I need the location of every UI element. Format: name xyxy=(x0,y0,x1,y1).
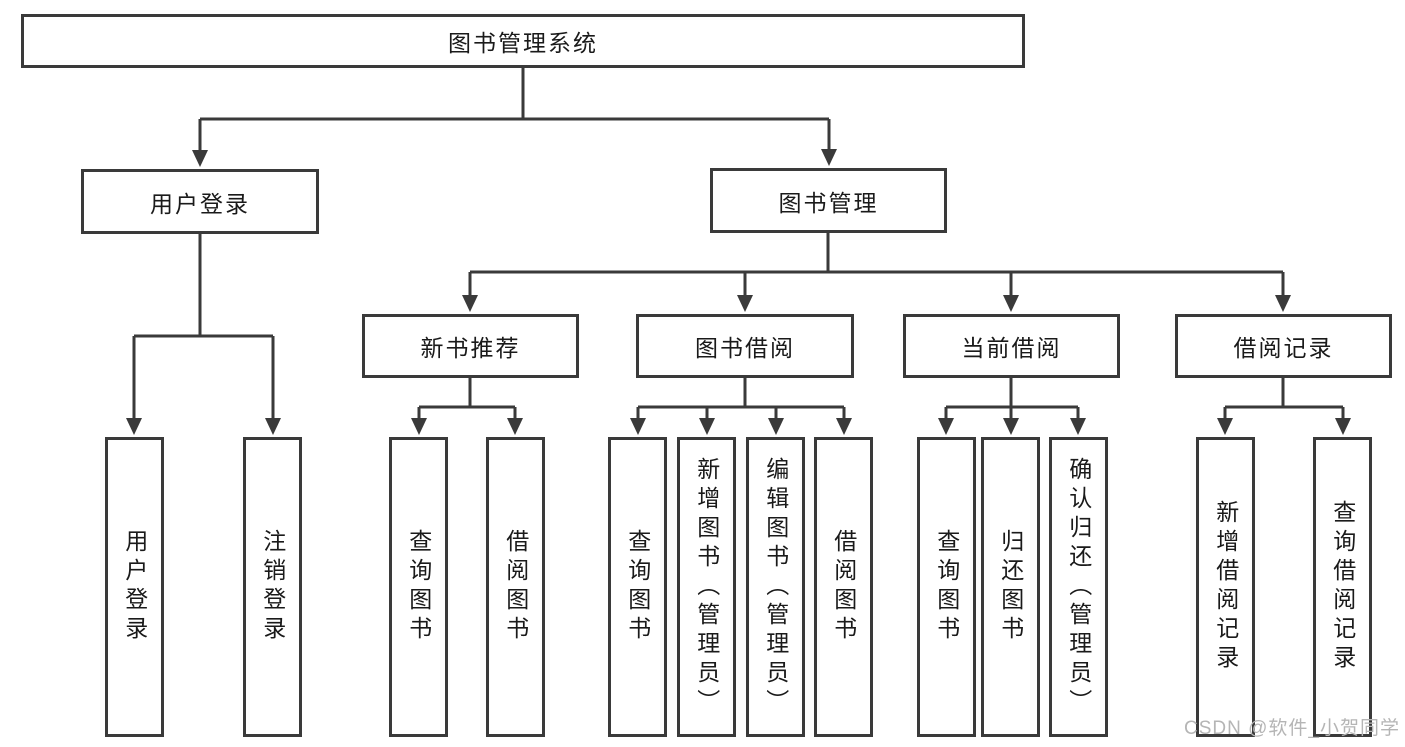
node-user-login: 用户登录 xyxy=(81,169,319,234)
arrowhead-icon xyxy=(1335,418,1351,435)
node-label: 新增图书（管理员） xyxy=(693,456,720,718)
node-label: 注销登录 xyxy=(259,529,286,645)
node-label: 图书管理系统 xyxy=(448,30,598,56)
leaf-query-books-current: 查询图书 xyxy=(917,437,976,737)
leaf-edit-book-admin: 编辑图书（管理员） xyxy=(746,437,805,737)
node-new-book-recommendation: 新书推荐 xyxy=(362,314,579,378)
arrowhead-icon xyxy=(1003,418,1019,435)
arrowhead-icon xyxy=(737,295,753,312)
arrowhead-icon xyxy=(126,418,142,435)
node-label: 查询图书 xyxy=(933,529,960,645)
arrowhead-icon xyxy=(462,295,478,312)
node-label: 借阅图书 xyxy=(502,529,529,645)
arrowhead-icon xyxy=(699,418,715,435)
node-label: 确认归还（管理员） xyxy=(1065,456,1092,718)
node-label: 图书借阅 xyxy=(695,335,795,361)
leaf-user-login: 用户登录 xyxy=(105,437,164,737)
leaf-query-books-borrowing: 查询图书 xyxy=(608,437,667,737)
arrowhead-icon xyxy=(1070,418,1086,435)
leaf-borrow-books-borrowing: 借阅图书 xyxy=(814,437,873,737)
arrowhead-icon xyxy=(265,418,281,435)
node-book-borrowing: 图书借阅 xyxy=(636,314,854,378)
arrowhead-icon xyxy=(630,418,646,435)
arrowhead-icon xyxy=(938,418,954,435)
node-label: 查询图书 xyxy=(624,529,651,645)
leaf-query-borrow-record: 查询借阅记录 xyxy=(1313,437,1372,737)
arrowhead-icon xyxy=(411,418,427,435)
arrowhead-icon xyxy=(768,418,784,435)
connector-path xyxy=(132,68,1345,419)
arrowhead-icon xyxy=(821,149,837,166)
watermark-text: CSDN @软件_小贺同学 xyxy=(1184,718,1400,739)
arrowhead-icon xyxy=(1003,295,1019,312)
node-label: 借阅图书 xyxy=(830,529,857,645)
node-library-management-system: 图书管理系统 xyxy=(21,14,1025,68)
leaf-logout-login: 注销登录 xyxy=(243,437,302,737)
node-current-borrowing: 当前借阅 xyxy=(903,314,1120,378)
node-book-management: 图书管理 xyxy=(710,168,947,233)
leaf-confirm-return-admin: 确认归还（管理员） xyxy=(1049,437,1108,737)
node-label: 新增借阅记录 xyxy=(1212,500,1239,674)
arrowhead-icon xyxy=(836,418,852,435)
node-label: 新书推荐 xyxy=(420,335,521,361)
node-label: 归还图书 xyxy=(997,529,1024,645)
arrowhead-icon xyxy=(507,418,523,435)
node-label: 查询图书 xyxy=(405,529,432,645)
leaf-query-books-recommend: 查询图书 xyxy=(389,437,448,737)
node-label: 用户登录 xyxy=(150,190,250,217)
arrowhead-icon xyxy=(192,150,208,167)
arrowhead-icon xyxy=(1217,418,1233,435)
node-label: 编辑图书（管理员） xyxy=(762,456,789,718)
node-label: 查询借阅记录 xyxy=(1329,500,1356,674)
arrowhead-icon xyxy=(1275,295,1291,312)
leaf-borrow-books-recommend: 借阅图书 xyxy=(486,437,545,737)
node-borrowing-records: 借阅记录 xyxy=(1175,314,1392,378)
node-label: 借阅记录 xyxy=(1233,335,1334,361)
leaf-return-book: 归还图书 xyxy=(981,437,1040,737)
node-label: 用户登录 xyxy=(121,529,148,645)
node-label: 当前借阅 xyxy=(961,335,1062,361)
node-label: 图书管理 xyxy=(778,189,879,216)
leaf-add-book-admin: 新增图书（管理员） xyxy=(677,437,736,737)
leaf-add-borrow-record: 新增借阅记录 xyxy=(1196,437,1255,737)
